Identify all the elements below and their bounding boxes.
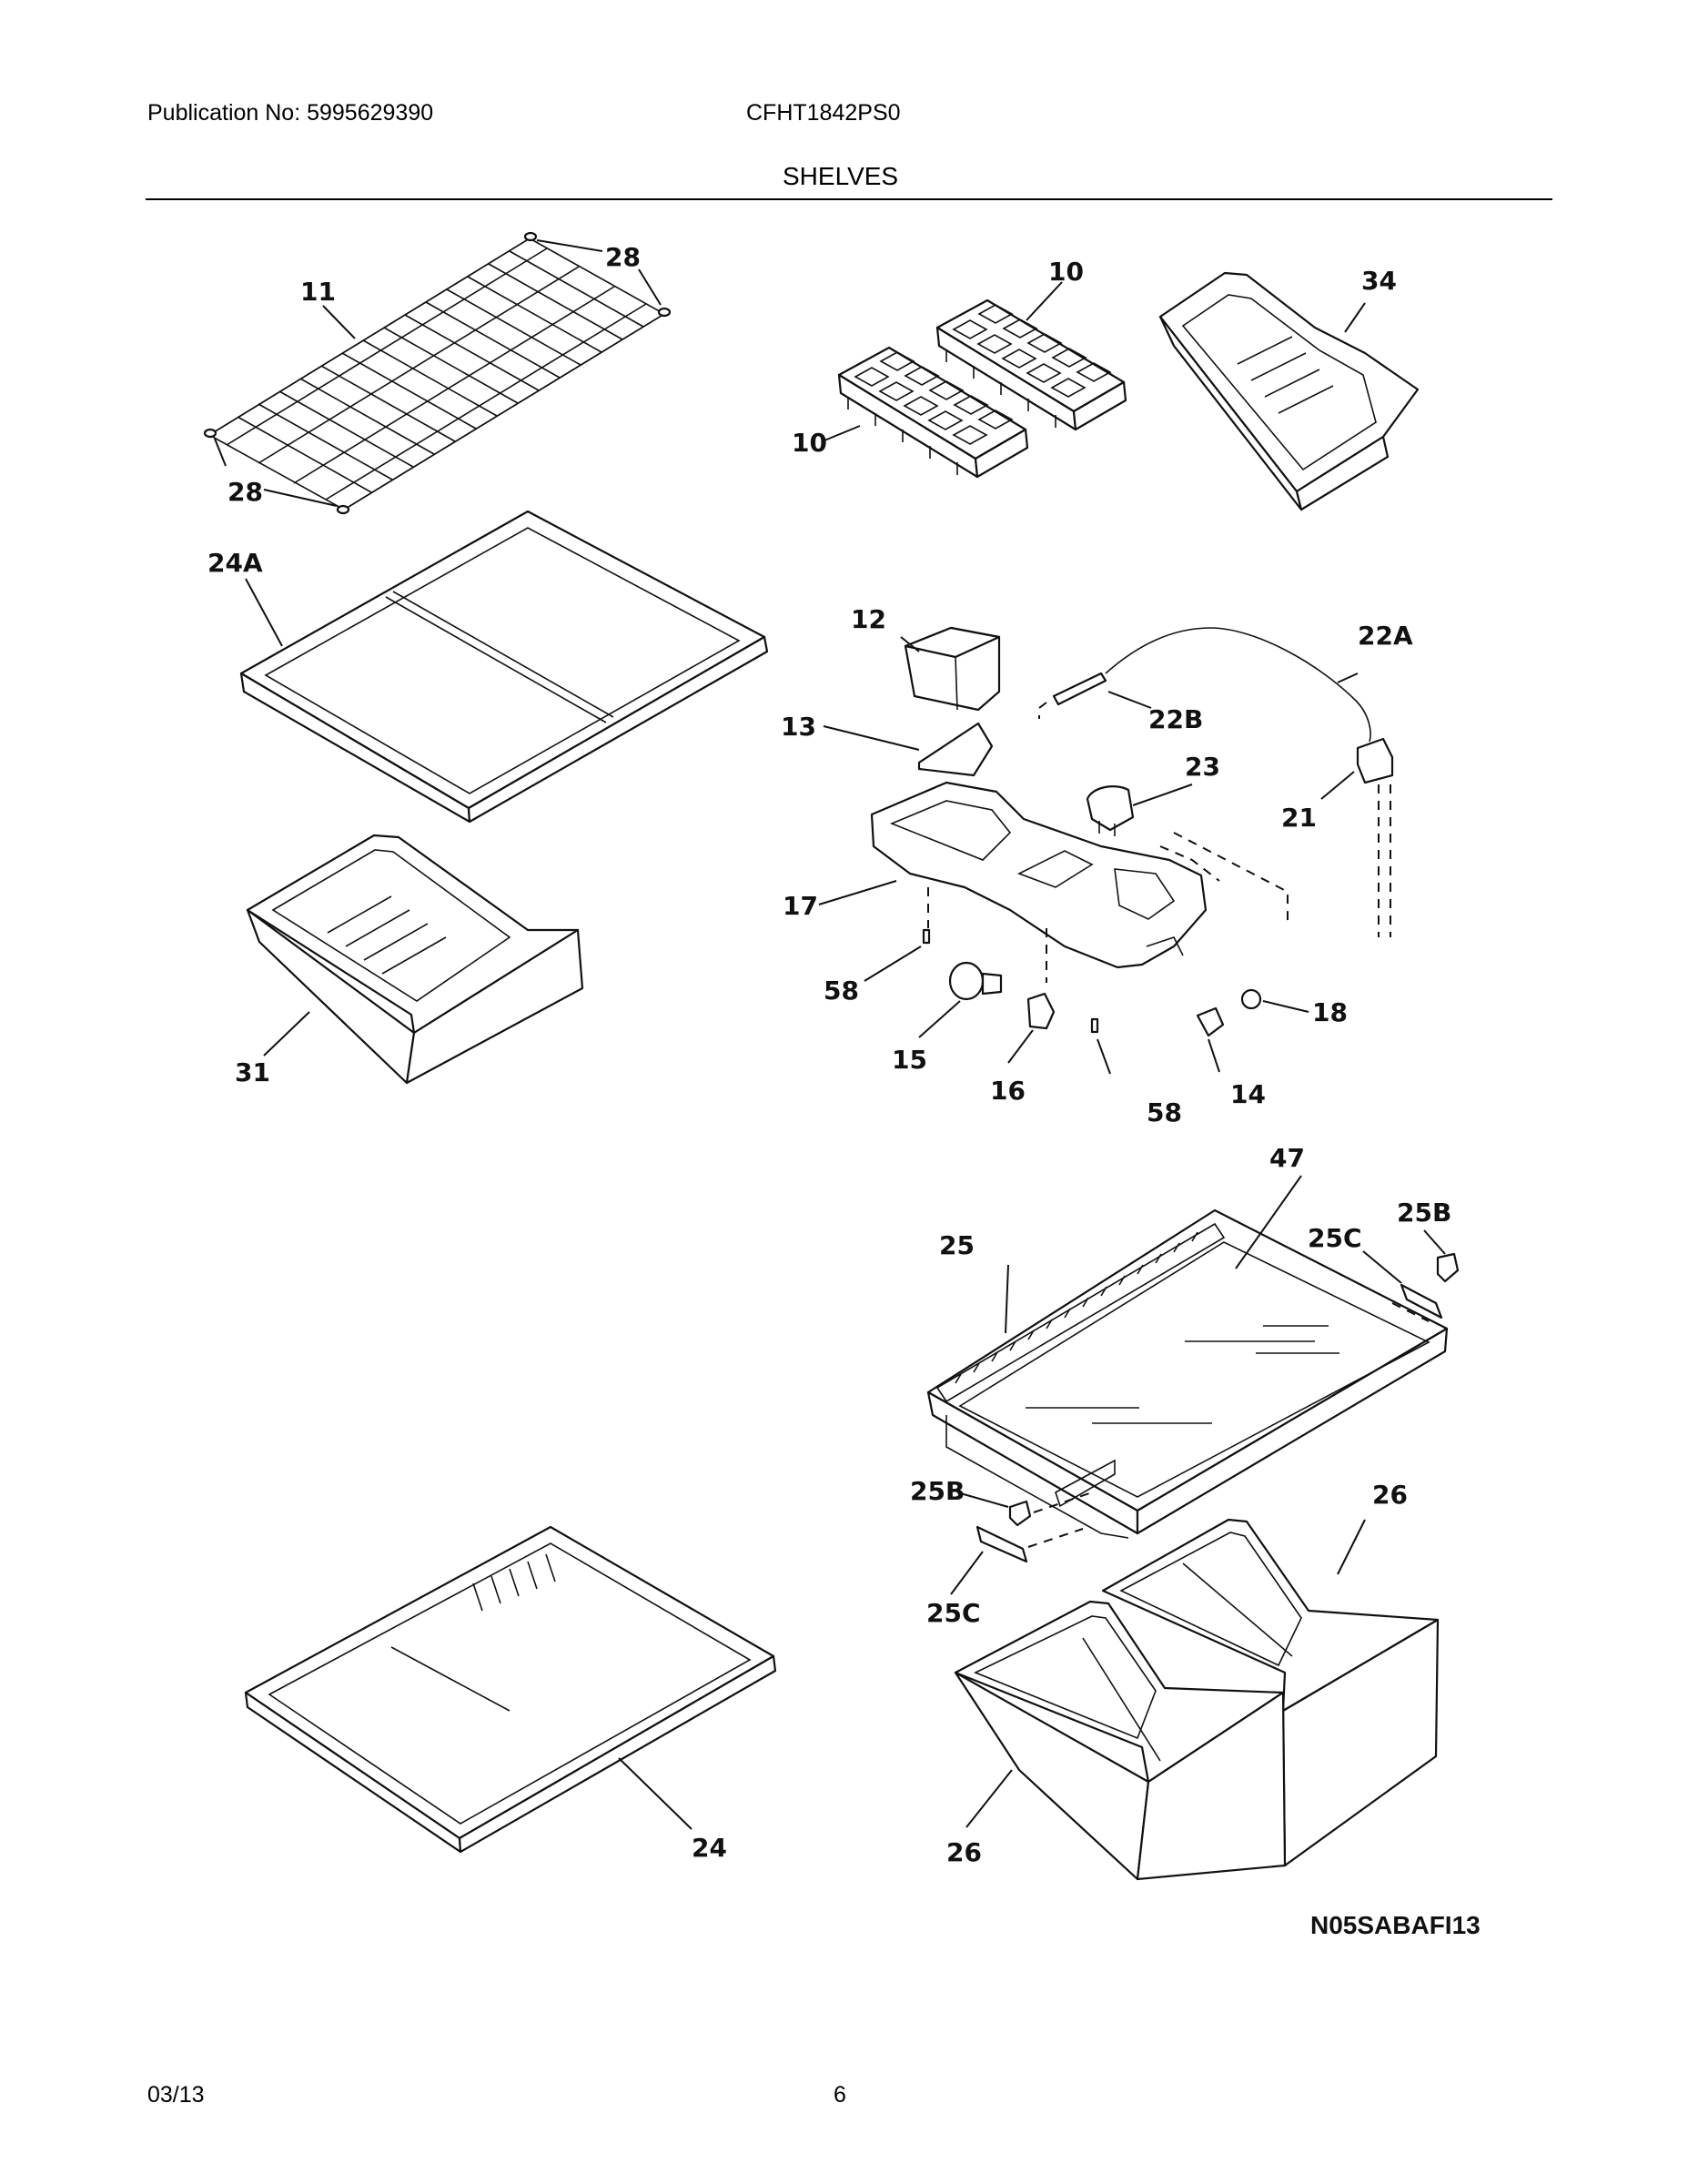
part-knob-18[interactable] [1240,988,1262,1010]
callout-28: 28 [227,477,263,507]
footer-date: 03/13 [147,2082,205,2108]
part-crisper-drawer-31[interactable] [246,834,584,1085]
part-crisper-cover-25[interactable] [926,1208,1449,1539]
part-crisper-drawer-26[interactable] [954,1600,1287,1881]
part-glass-insert-47[interactable] [1026,1325,1339,1424]
part-end-caps-28[interactable] [203,231,672,515]
callout-25: 25 [939,1230,975,1260]
part-shelf-bracket-25c-left[interactable] [975,1525,1028,1563]
callout-26: 26 [946,1837,982,1867]
callout-47: 47 [1269,1143,1305,1173]
part-wire-shelf-11[interactable] [207,238,666,511]
part-light-socket-16[interactable] [1026,992,1056,1030]
callout-28: 28 [605,242,641,272]
part-control-housing-17[interactable] [870,781,1208,969]
publication-number: Publication No: 5995629390 [147,100,434,126]
model-number: CFHT1842PS0 [746,100,901,126]
part-ice-tray-10[interactable] [837,346,1029,479]
callout-10: 10 [792,428,827,458]
part-switch-14[interactable] [1196,1006,1225,1037]
part-screw-58[interactable] [922,928,1099,1034]
callout-23: 23 [1185,752,1220,782]
part-shelf-stop-25b-left[interactable] [1008,1500,1032,1527]
callout-25b: 25B [910,1476,965,1506]
part-freezer-bin-34[interactable] [1158,271,1420,511]
callout-25c: 25C [1308,1223,1362,1253]
part-ice-tray-10[interactable] [935,298,1127,431]
header-divider [146,198,1552,200]
callout-16: 16 [990,1076,1026,1106]
callout-58: 58 [824,976,859,1006]
callout-13: 13 [781,712,816,742]
part-thermostat-23[interactable] [1086,785,1135,836]
part-glass-shelf-24[interactable] [244,1525,777,1854]
callout-24a: 24A [207,548,263,578]
part-glass-shelf-24a[interactable] [239,510,769,824]
callout-18: 18 [1312,997,1348,1027]
callout-22b: 22B [1148,704,1203,734]
callout-21: 21 [1281,803,1317,833]
part-shelf-stop-25b-right[interactable] [1436,1252,1460,1283]
part-door-flap-13[interactable] [917,722,994,777]
page-title: SHELVES [783,162,899,190]
page-number: 6 [834,2082,846,2108]
callout-11: 11 [300,277,336,307]
part-tube-22b[interactable] [1052,672,1107,706]
part-shelf-bracket-25c-right[interactable] [1400,1283,1443,1320]
part-wire-harness-22a[interactable] [1105,627,1371,743]
callout-58: 58 [1147,1097,1182,1127]
callout-15: 15 [892,1045,927,1075]
callout-22a: 22A [1358,621,1413,651]
callout-24: 24 [692,1833,727,1863]
callout-25c: 25C [926,1598,981,1628]
callout-12: 12 [851,604,886,634]
callout-31: 31 [235,1057,270,1087]
callout-26: 26 [1372,1480,1408,1510]
callout-25b: 25B [1397,1198,1451,1228]
callout-34: 34 [1361,266,1397,296]
part-ice-chute-12[interactable] [904,626,1001,712]
part-light-bulb-15[interactable] [948,961,1003,1001]
diagram-code: N05SABAFI13 [1310,1911,1481,1939]
callout-17: 17 [783,891,818,921]
part-switch-21[interactable] [1356,737,1394,784]
callout-14: 14 [1230,1079,1266,1109]
callout-10: 10 [1048,257,1084,287]
part-crisper-drawer-26[interactable] [1101,1518,1440,1867]
